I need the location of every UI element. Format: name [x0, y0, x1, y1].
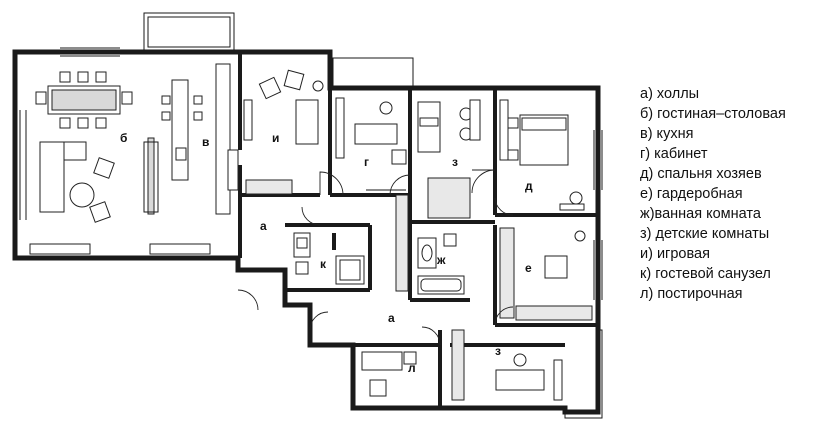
balcony-top-inner	[147, 16, 231, 48]
room-label-guest-wc: к	[320, 257, 327, 271]
balcony-middle	[332, 57, 414, 87]
room-label-master-bedroom: д	[525, 179, 533, 193]
room-label-bathroom: ж	[436, 253, 446, 267]
legend-item-laundry: л) постирочная	[640, 286, 743, 302]
room-label-kids-bottom: з	[495, 344, 501, 358]
legend-item-living-dining: б) гостиная–столовая	[640, 106, 786, 122]
legend-item-kitchen: в) кухня	[640, 126, 694, 142]
room-label-living: б	[120, 131, 127, 145]
play-room-furniture	[227, 69, 324, 195]
laundry-fixtures	[361, 351, 417, 397]
study-furniture	[335, 97, 407, 191]
room-label-playroom: и	[272, 131, 279, 145]
room-label-hall-2: а	[388, 311, 395, 325]
room-label-kids-top: з	[452, 155, 458, 169]
dressing-room-furniture	[499, 227, 593, 321]
room-label-dressing: е	[525, 261, 532, 275]
legend-item-master-bedroom: д) спальня хозяев	[640, 166, 762, 182]
legend-item-halls: а) холлы	[640, 86, 700, 102]
room-label-study: г	[364, 155, 369, 169]
kids-room-top-furniture	[417, 99, 481, 219]
room-label-laundry: л	[408, 361, 416, 375]
balcony-top	[143, 12, 235, 51]
bathroom-fixtures	[417, 233, 465, 295]
room-label-hall-1: а	[260, 219, 267, 233]
master-bedroom-furniture	[499, 99, 585, 211]
legend-item-study: г) кабинет	[640, 146, 708, 162]
legend-item-bathroom: ж)ванная комната	[640, 206, 761, 222]
interior-walls	[238, 52, 598, 408]
windows	[19, 47, 603, 300]
guest-wc-fixtures	[293, 232, 365, 285]
legend-item-guest-wc: к) гостевой санузел	[640, 266, 771, 282]
room-legend: а) холлы б) гостиная–столовая в) кухня г…	[640, 84, 786, 304]
corridor-closets	[395, 194, 465, 401]
living-dining-furniture	[29, 63, 231, 255]
legend-item-playroom: и) игровая	[640, 246, 710, 262]
legend-item-kids-rooms: з) детские комнаты	[640, 226, 770, 242]
door-swings	[237, 169, 514, 346]
legend-item-dressing: е) гардеробная	[640, 186, 743, 202]
room-label-kitchen: в	[202, 135, 209, 149]
kids-room-bottom-furniture	[495, 353, 563, 401]
